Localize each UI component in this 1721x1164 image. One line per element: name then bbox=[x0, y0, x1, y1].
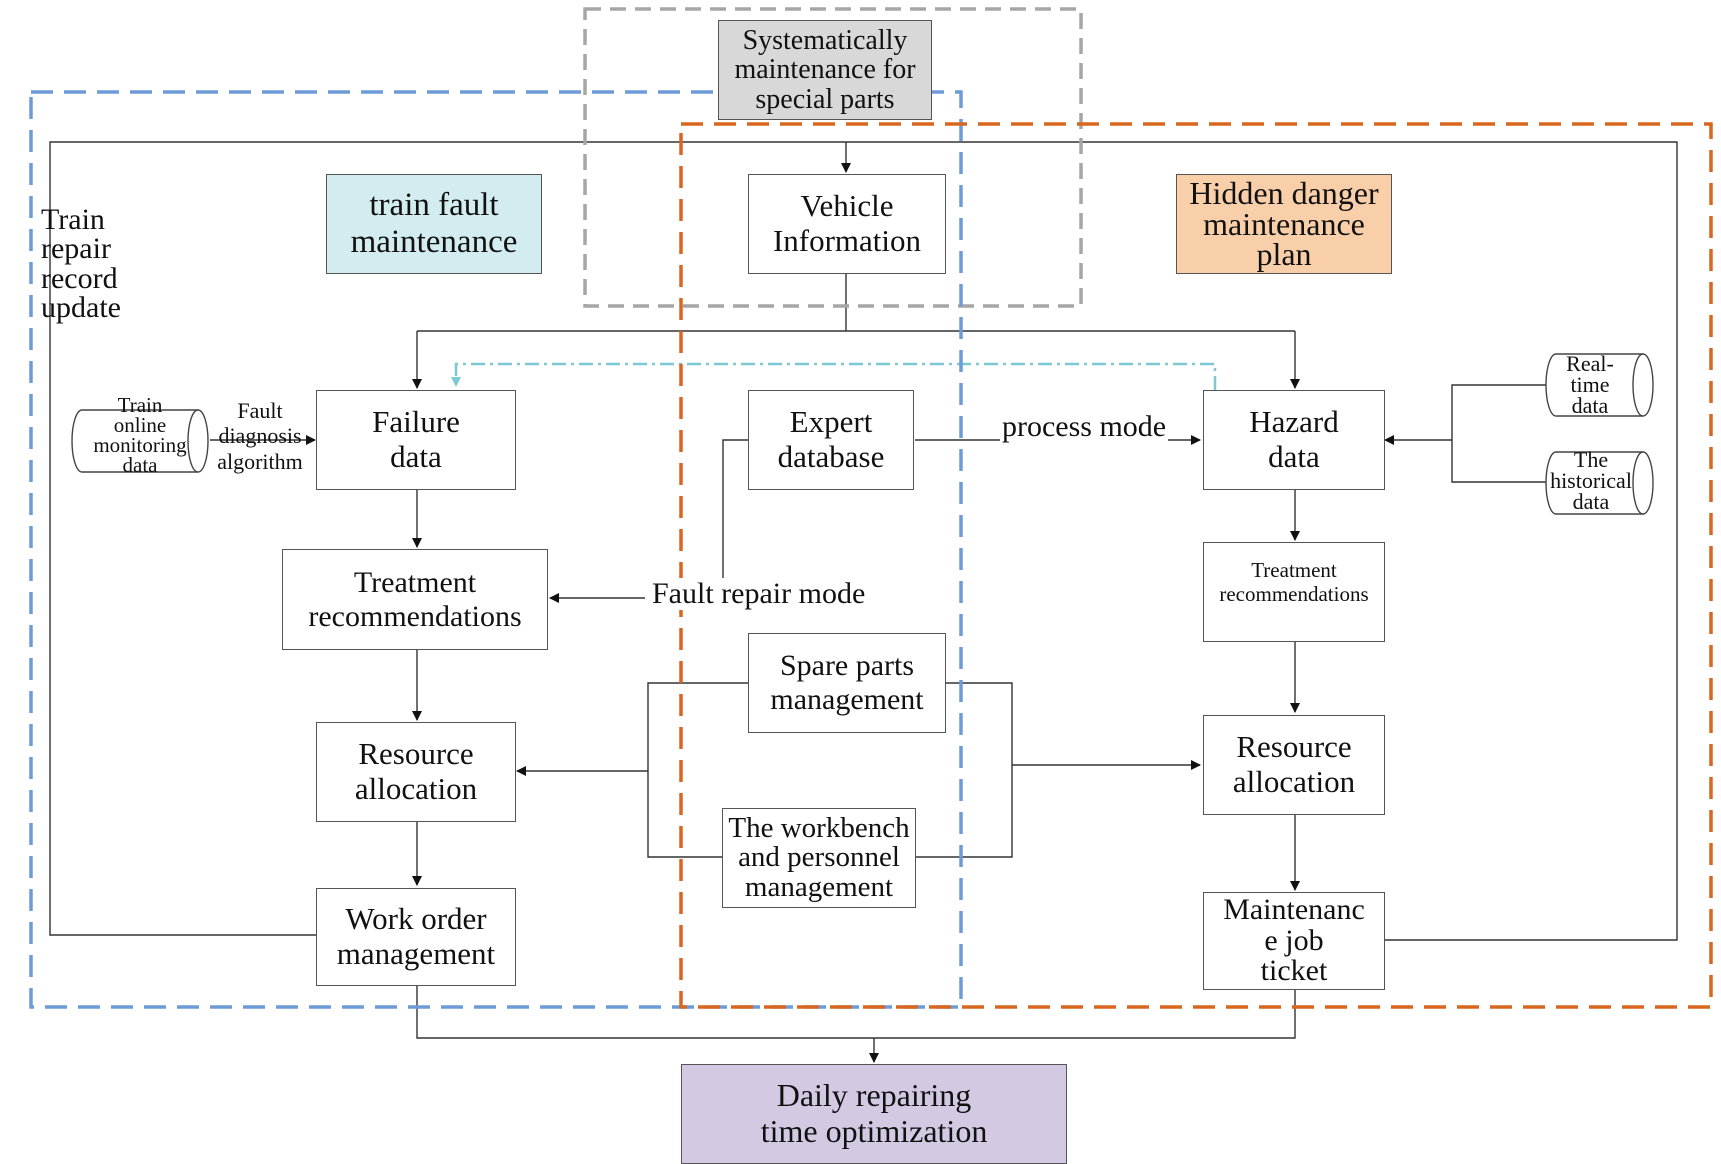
resource-allocation-right-node: Resource allocation bbox=[1203, 715, 1385, 815]
work-order-line-1: Work order bbox=[345, 901, 487, 937]
resource-right-line-1: Resource bbox=[1236, 729, 1352, 765]
expert-database-node: Expert database bbox=[748, 390, 914, 490]
daily-opt-line-2: time optimization bbox=[760, 1113, 988, 1149]
hazard-to-failure-link bbox=[451, 362, 1217, 390]
side-label-line-1: Train bbox=[41, 203, 105, 236]
treatment-recommendations-left-node: Treatment recommendations bbox=[282, 549, 548, 650]
hidden-danger-line-2: maintenance bbox=[1203, 205, 1365, 242]
cylinder-train-monitoring bbox=[71, 409, 209, 473]
workbench-line-2: and personnel bbox=[738, 841, 900, 874]
train-fault-group-title: train fault maintenance bbox=[326, 174, 542, 274]
special-parts-group-title: Systematically maintenance for special p… bbox=[718, 20, 932, 120]
process-mode-label: process mode bbox=[1000, 410, 1169, 443]
record-update-loop bbox=[49, 141, 1678, 941]
fault-diagnosis-line-1: Fault bbox=[237, 398, 283, 423]
train-fault-line-1: train fault bbox=[369, 187, 499, 224]
failure-data-node: Failure data bbox=[316, 390, 516, 490]
train-monitoring-line-4: data bbox=[122, 452, 158, 477]
workbench-line-3: management bbox=[744, 870, 894, 903]
vehicle-info-line-2: Information bbox=[772, 223, 922, 258]
special-parts-line-3: special parts bbox=[755, 83, 895, 115]
treatment-left-line-1: Treatment bbox=[353, 565, 477, 599]
job-ticket-line-2: e job bbox=[1264, 923, 1324, 957]
resource-left-line-2: allocation bbox=[354, 771, 478, 806]
daily-repairing-optimization-node: Daily repairing time optimization bbox=[681, 1064, 1067, 1164]
spare-parts-line-1: Spare parts bbox=[779, 649, 915, 683]
hidden-danger-group-title: Hidden danger maintenance plan bbox=[1176, 174, 1392, 274]
side-label-line-4: update bbox=[41, 291, 121, 325]
historical-line-2: historical bbox=[1550, 467, 1632, 493]
train-fault-line-2: maintenance bbox=[350, 224, 518, 260]
fault-diagnosis-line-2: diagnosis bbox=[218, 423, 302, 449]
special-parts-line-1: Systematically bbox=[742, 24, 908, 56]
side-label-line-3: record bbox=[41, 261, 118, 295]
vehicle-information-node: Vehicle Information bbox=[748, 174, 946, 274]
failure-data-line-1: Failure bbox=[372, 404, 460, 440]
cylinder-realtime bbox=[1545, 353, 1654, 417]
train-monitoring-data-label: Train online monitoring data bbox=[80, 393, 200, 477]
job-ticket-line-3: ticket bbox=[1260, 954, 1328, 988]
spare-parts-management-node: Spare parts management bbox=[748, 633, 946, 733]
realtime-line-2: time bbox=[1570, 371, 1610, 397]
realtime-data-label: Real- time data bbox=[1550, 351, 1630, 418]
resource-right-line-2: allocation bbox=[1232, 764, 1356, 799]
cylinder-historical bbox=[1545, 451, 1654, 515]
train-repair-record-update-label: Train repair record update bbox=[41, 203, 121, 325]
treatment-right-line-2: recommendations bbox=[1219, 581, 1369, 606]
workbench-line-1: The workbench bbox=[728, 811, 910, 844]
maintenance-job-ticket-node: Maintenanc e job ticket bbox=[1203, 892, 1385, 990]
job-ticket-line-1: Maintenanc bbox=[1223, 893, 1365, 927]
hazard-data-line-1: Hazard bbox=[1249, 404, 1339, 440]
train-monitoring-line-1: Train bbox=[117, 393, 163, 417]
realtime-line-1: Real- bbox=[1566, 351, 1614, 376]
special-parts-line-2: maintenance for bbox=[734, 54, 916, 86]
workbench-personnel-management-node: The workbench and personnel management bbox=[722, 808, 916, 908]
train-monitoring-line-3: monitoring bbox=[93, 432, 187, 457]
treatment-left-line-2: recommendations bbox=[308, 599, 522, 633]
side-label-line-2: repair bbox=[41, 232, 111, 266]
hidden-danger-line-1: Hidden danger bbox=[1189, 175, 1379, 212]
hazard-data-line-2: data bbox=[1268, 439, 1320, 474]
treatment-right-line-1: Treatment bbox=[1251, 558, 1337, 582]
gray-group-border bbox=[583, 7, 1083, 308]
fault-diagnosis-algorithm-label: Fault diagnosis algorithm bbox=[212, 398, 308, 474]
blue-group-border bbox=[29, 90, 963, 1009]
spare-parts-line-2: management bbox=[770, 683, 924, 716]
failure-data-line-2: data bbox=[390, 439, 442, 474]
work-order-line-2: management bbox=[336, 936, 496, 971]
daily-opt-line-1: Daily repairing bbox=[776, 1077, 972, 1114]
realtime-line-3: data bbox=[1571, 392, 1609, 418]
work-order-management-node: Work order management bbox=[316, 888, 516, 986]
historical-data-label: The historical data bbox=[1546, 447, 1636, 514]
fault-repair-mode-label: Fault repair mode bbox=[650, 577, 868, 610]
fault-diagnosis-line-3: algorithm bbox=[217, 448, 303, 474]
historical-line-3: data bbox=[1572, 488, 1610, 514]
resource-allocation-left-node: Resource allocation bbox=[316, 722, 516, 822]
treatment-recommendations-right-node: Treatment recommendations bbox=[1203, 542, 1385, 642]
vehicle-info-line-1: Vehicle bbox=[800, 188, 894, 224]
resource-left-line-1: Resource bbox=[358, 736, 474, 772]
historical-line-1: The bbox=[1573, 447, 1609, 472]
train-monitoring-line-2: online bbox=[113, 412, 167, 437]
hidden-danger-line-3: plan bbox=[1256, 236, 1312, 273]
hazard-data-node: Hazard data bbox=[1203, 390, 1385, 490]
expert-db-line-2: database bbox=[777, 439, 885, 474]
expert-db-line-1: Expert bbox=[789, 404, 873, 440]
orange-group-border bbox=[679, 122, 1713, 1009]
